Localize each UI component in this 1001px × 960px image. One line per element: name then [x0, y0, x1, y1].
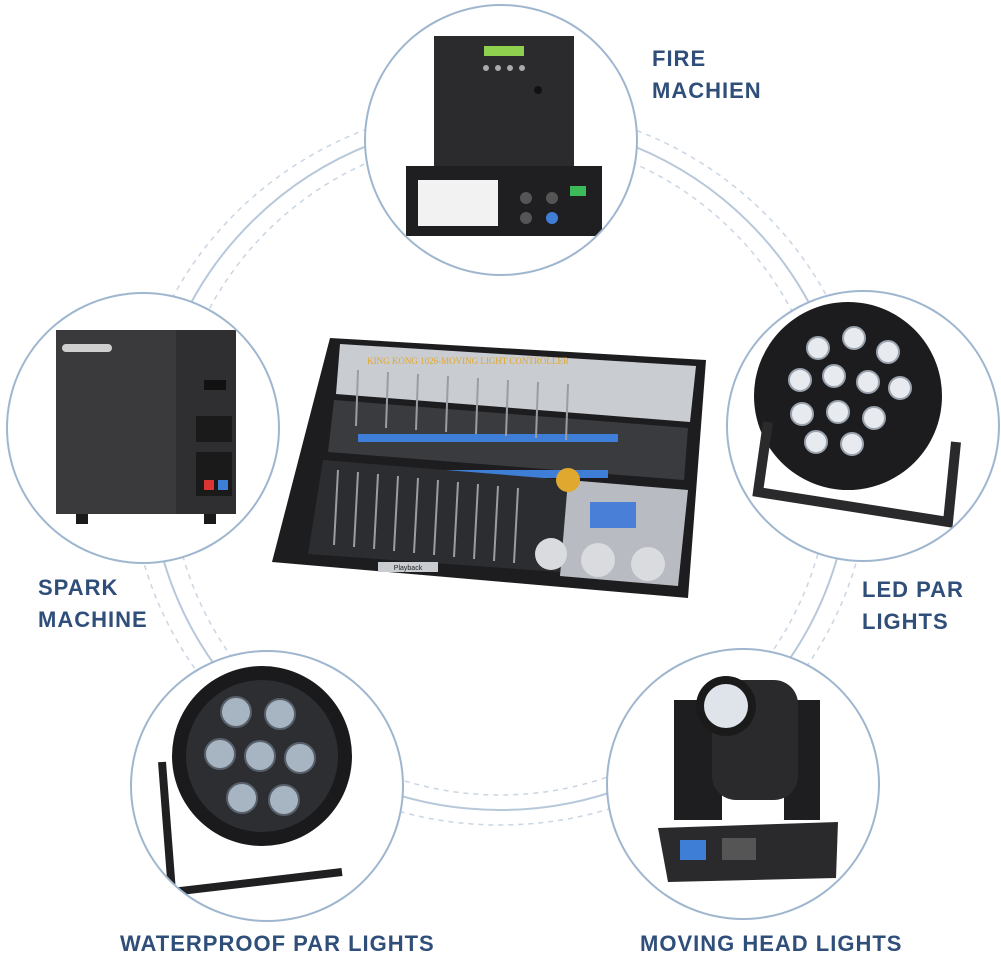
- fire-machine-circle: [364, 4, 638, 276]
- moving-head-circle: [606, 648, 880, 920]
- ledpar-label-line1: LED PAR: [862, 577, 964, 602]
- console-title: KING KONG 1026-MOVING LIGHT CONTROLLER: [367, 356, 569, 366]
- spark-label-line1: SPARK: [38, 575, 119, 600]
- spark-machine-image: [56, 330, 236, 524]
- spark-label-line2: MACHINE: [38, 607, 148, 632]
- led-par-label: LED PAR LIGHTS: [862, 574, 964, 638]
- lighting-console: KING KONG 1026-MOVING LIGHT CONTROLLER P…: [272, 338, 706, 598]
- fire-machine-label: FIRE MACHIEN: [652, 43, 762, 107]
- led-par-image: [752, 302, 961, 528]
- waterproof-par-circle: [130, 650, 404, 922]
- waterproof-par-label: WATERPROOF PAR LIGHTS: [120, 931, 435, 956]
- spark-machine-label: SPARK MACHINE: [38, 572, 148, 636]
- fire-label-line1: FIRE: [652, 46, 707, 71]
- console-playback-label: Playback: [394, 565, 423, 572]
- fire-machine-image: [406, 36, 602, 236]
- waterproof-par-image: [158, 666, 352, 897]
- ledpar-label-line2: LIGHTS: [862, 609, 949, 634]
- fire-label-line2: MACHIEN: [652, 78, 762, 103]
- moving-head-label: MOVING HEAD LIGHTS: [640, 931, 903, 956]
- spark-machine-circle: [6, 292, 280, 564]
- led-par-circle: [726, 290, 1000, 562]
- moving-head-image: [658, 676, 838, 882]
